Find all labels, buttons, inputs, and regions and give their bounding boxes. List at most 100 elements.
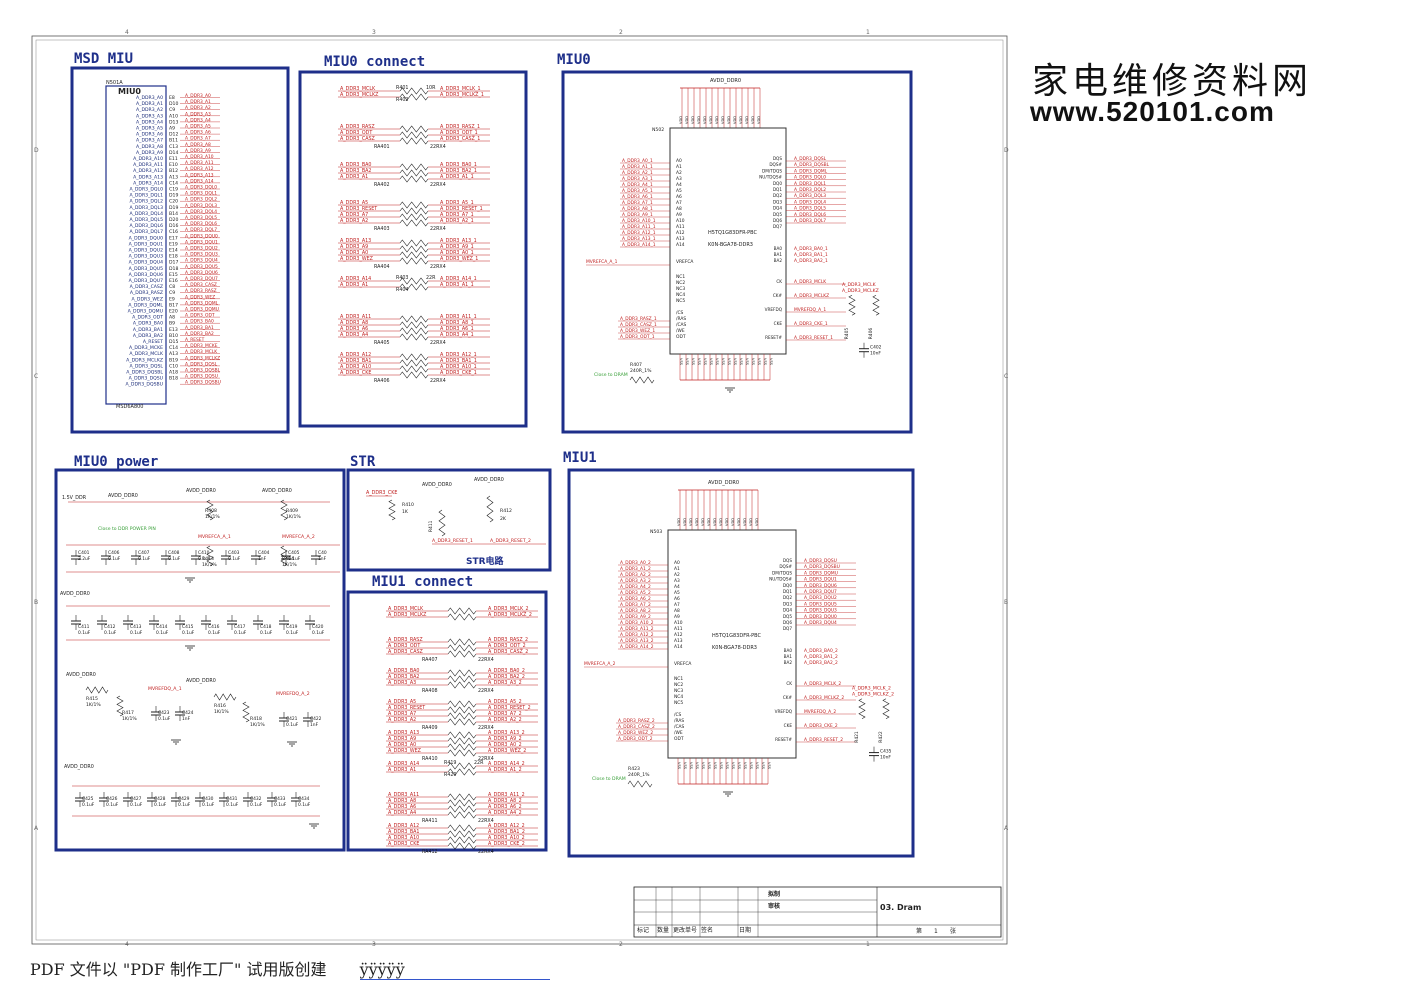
- schematic-label: A8: [676, 206, 682, 212]
- schematic-label: A_DDR3_RESET_1: [432, 538, 473, 544]
- schematic-label: A_DDR3_BA2: [185, 331, 214, 337]
- pdf-footer-link[interactable]: ÿÿÿÿÿ: [359, 960, 550, 980]
- title-block-sheet-suffix: 张: [950, 927, 956, 935]
- schematic-label: A_DDR3_A5: [340, 200, 368, 206]
- schematic-label: A5: [674, 590, 680, 596]
- schematic-label: A10: [169, 113, 178, 119]
- block-miu1-frame: [567, 468, 915, 858]
- resistor-symbol: [206, 499, 214, 521]
- schematic-label: C16: [169, 229, 178, 235]
- schematic-label: /CAS: [676, 322, 687, 328]
- schematic-label: VDD: [743, 518, 747, 526]
- schematic-label: VSS: [745, 358, 749, 366]
- schematic-label: VSS: [703, 358, 707, 366]
- schematic-label: A_DDR3_MCKE: [129, 345, 163, 351]
- schematic-label: R421: [854, 731, 860, 743]
- schematic-label: VREFDQ: [775, 709, 793, 714]
- schematic-label: A_DDR3_A5_1: [622, 188, 653, 194]
- schematic-label: D10: [169, 101, 178, 107]
- resistor-symbol: [447, 836, 477, 844]
- schematic-label: A7: [676, 200, 682, 206]
- schematic-label: A7: [674, 602, 680, 608]
- resistor-symbol: [447, 805, 477, 813]
- schematic-label: 1K/1%: [86, 702, 101, 708]
- schematic-label: VSS: [725, 762, 729, 770]
- title-str: STR: [350, 454, 376, 470]
- schematic-label: BA1: [784, 654, 793, 659]
- schematic-label: A_DDR3_DQU7: [804, 589, 837, 595]
- schematic-label: R407: [630, 362, 642, 368]
- schematic-label: A_DDR3_BA2_2: [488, 674, 525, 680]
- schematic-label: A_DDR3_RESET_2: [488, 705, 531, 711]
- schematic-label: NC4: [674, 694, 683, 700]
- schematic-label: C431: [226, 796, 238, 802]
- title-block-checked: 审核: [768, 902, 780, 910]
- schematic-label: 22RX4: [478, 688, 494, 694]
- schematic-label: A_DDR3_A12: [185, 166, 214, 172]
- schematic-label: 1K/1%: [286, 514, 301, 520]
- schematic-label: RA406: [374, 378, 390, 384]
- schematic-label: C423: [158, 710, 170, 716]
- schematic-label: A_DDR3_DQU5: [804, 601, 837, 607]
- title-block-sheet-prefix: 第: [916, 927, 922, 935]
- schematic-label: 0.1uF: [208, 630, 221, 636]
- schematic-label: DQ1: [783, 589, 793, 594]
- schematic-label: D18: [169, 266, 178, 272]
- schematic-label: A13: [676, 236, 685, 242]
- schematic-label: A_DDR3_A6_1: [622, 194, 653, 200]
- schematic-label: 22RX4: [478, 756, 494, 762]
- schematic-label: B11: [169, 138, 178, 144]
- schematic-label: STR电路: [466, 555, 505, 567]
- title-block-miu0: MIU0: [557, 52, 591, 68]
- schematic-label: C430: [202, 796, 214, 802]
- schematic-label: A_DDR3_MCLK: [794, 279, 826, 285]
- schematic-label: D19: [169, 205, 178, 211]
- schematic-label: H5TQ1G83DFR-PBC: [712, 633, 762, 639]
- schematic-label: A_DDR3_CKE: [366, 490, 397, 496]
- schematic-label: DQ0: [773, 181, 783, 186]
- schematic-label: A_DDR3_A6: [340, 326, 368, 332]
- block-str-frame: [346, 468, 552, 572]
- schematic-label: AVDD_DDR0: [474, 477, 504, 483]
- schematic-label: A_DDR3_DQU1: [185, 239, 218, 245]
- schematic-label: A_DDR3_BA0_1: [440, 162, 477, 168]
- schematic-label: R408: [205, 508, 217, 514]
- schematic-label: C9: [169, 290, 175, 296]
- resistor-symbol: [399, 175, 429, 183]
- schematic-label: A_DDR3_RESET: [340, 206, 377, 212]
- schematic-label: A8: [169, 315, 175, 321]
- title-block-drawn: 拟制: [768, 890, 780, 898]
- schematic-label: A_DDR3_DQL4: [185, 209, 217, 215]
- schematic-label: A_DDR3_DQL5: [129, 217, 163, 223]
- schematic-label: 0.1uF: [234, 630, 247, 636]
- schematic-label: A2: [676, 170, 682, 176]
- schematic-label: 22R: [474, 760, 484, 766]
- schematic-label: A_DDR3_BA2: [388, 674, 419, 680]
- schematic-label: A_DDR3_CKE_2: [488, 841, 525, 847]
- schematic-label: DQ0: [783, 583, 793, 588]
- schematic-label: A_DDR3_DQSBU: [185, 380, 221, 386]
- schematic-label: A10: [674, 620, 683, 626]
- schematic-label: A_DDR3_WEZ: [340, 256, 374, 262]
- schematic-label: 0.1uF: [288, 556, 301, 562]
- schematic-label: C407: [138, 550, 150, 556]
- schematic-label: A_DDR3_MCLK: [129, 351, 164, 357]
- schematic-label: AVDD_DDR0: [60, 591, 90, 597]
- schematic-label: A_DDR3_A9: [388, 736, 416, 742]
- schematic-label: C404: [258, 550, 270, 556]
- schematic-label: VSS: [697, 358, 701, 366]
- schematic-label: A_DDR3_DQSBU: [125, 382, 163, 388]
- schematic-label: DQ2: [783, 595, 793, 600]
- schematic-label: C421: [286, 716, 298, 722]
- schematic-label: A_DDR3_DQU3: [804, 608, 837, 614]
- schematic-label: R401: [396, 85, 409, 91]
- schematic-label: A_DDR3_BA2: [133, 333, 163, 339]
- resistor-symbol: [447, 824, 477, 832]
- schematic-label: A_DDR3_A10: [340, 364, 371, 370]
- schematic-label: A_DDR3_A7: [185, 136, 211, 142]
- schematic-label: 22R: [426, 275, 436, 281]
- schematic-label: A_DDR3_A10_1: [622, 218, 656, 224]
- schematic-label: 2K: [500, 516, 507, 522]
- schematic-label: 22RX4: [430, 264, 446, 270]
- schematic-label: C411: [78, 624, 90, 630]
